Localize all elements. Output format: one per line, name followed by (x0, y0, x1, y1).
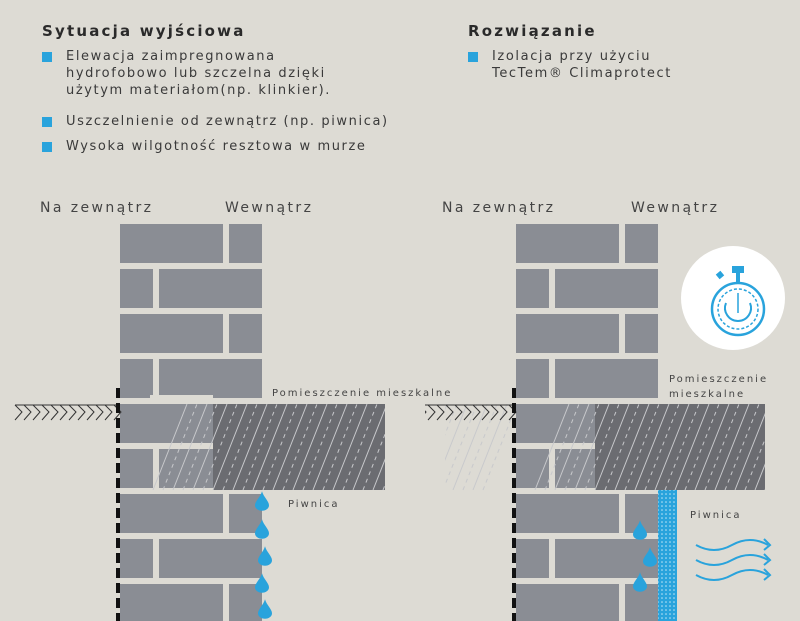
brick (229, 494, 262, 533)
brick (159, 359, 262, 398)
bullet-text: Izolacja przy użyciu TecTem® Climaprotec… (492, 49, 672, 81)
right-bullets: Izolacja przy użyciu TecTem® Climaprotec… (468, 48, 698, 90)
brick (120, 539, 153, 578)
brick (229, 314, 262, 353)
airflow-icon (695, 569, 769, 581)
brick (120, 494, 223, 533)
brick (555, 359, 658, 398)
brick (120, 449, 153, 488)
slab-hatch (353, 404, 387, 490)
left-inside-label: Wewnątrz (225, 200, 314, 216)
bullet-text: Wysoka wilgotność resztowa w murze (66, 139, 367, 154)
left-bullets: Elewacja zaimpregnowana hydrofobowo lub … (42, 48, 432, 163)
slab-hatch (213, 404, 247, 490)
bullet: Izolacja przy użyciu TecTem® Climaprotec… (468, 48, 698, 82)
slab-hatch (695, 404, 729, 490)
brick (555, 269, 658, 308)
climaprotect-insulation (658, 490, 677, 621)
airflow-arrow-icon (763, 553, 772, 566)
slab-hatch (462, 403, 498, 491)
bullet-text: Elewacja zaimpregnowana hydrofobowo lub … (66, 49, 332, 98)
bullet: Elewacja zaimpregnowana hydrofobowo lub … (42, 48, 366, 99)
mask (150, 395, 213, 404)
right-room-label: Pomieszczenie mieszkalne (669, 372, 768, 402)
airflow-icon (695, 554, 769, 566)
bullet-square-icon (42, 52, 52, 62)
slab-hatch (675, 404, 709, 490)
right-title: Rozwiązanie (468, 22, 597, 40)
brick (516, 494, 619, 533)
slab-hatch (193, 404, 227, 490)
stopwatch-crown (732, 266, 744, 273)
brick (625, 224, 658, 263)
slab-hatch (333, 404, 367, 490)
brick (516, 539, 549, 578)
stopwatch-arc (724, 302, 752, 322)
slab-hatch (595, 404, 629, 490)
brick (516, 584, 619, 621)
brick (516, 269, 549, 308)
bullet: Wysoka wilgotność resztowa w murze (42, 138, 432, 155)
airflow-arrow-icon (763, 538, 772, 551)
brick (625, 314, 658, 353)
airflow-icon (695, 539, 769, 551)
floor-slab (213, 404, 385, 490)
bullet-square-icon (468, 52, 478, 62)
slab-hatch (535, 404, 569, 490)
bullet-text: Uszczelnienie od zewnątrz (np. piwnica) (66, 114, 389, 129)
bullet-square-icon (42, 142, 52, 152)
slab-hatch (273, 404, 307, 490)
right-basement-label: Piwnica (690, 510, 742, 521)
brick (159, 539, 262, 578)
slab-hatch (555, 404, 589, 490)
room-line-1: Pomieszczenie (669, 374, 769, 385)
left-basement-label: Piwnica (288, 499, 340, 510)
brick (120, 359, 153, 398)
left-room-label: Pomieszczenie mieszkalne (272, 388, 453, 399)
slab-hatch (655, 404, 689, 490)
brick (120, 269, 153, 308)
slab-hatch (715, 404, 749, 490)
slab-hatch (453, 404, 487, 490)
slab-hatch (635, 404, 669, 490)
brick (120, 584, 223, 621)
slab-hatch (293, 404, 327, 490)
brick (159, 269, 262, 308)
brick (516, 314, 619, 353)
stopwatch-stem (736, 273, 740, 283)
left-title: Sytuacja wyjściowa (42, 22, 246, 40)
slab-hatch (615, 404, 649, 490)
slab-hatch (153, 404, 187, 490)
right-inside-label: Wewnątrz (631, 200, 720, 216)
bullet: Uszczelnienie od zewnątrz (np. piwnica) (42, 113, 432, 130)
airflow-arrow-icon (763, 568, 772, 581)
brick (516, 449, 549, 488)
mask (385, 395, 425, 495)
slab-hatch (575, 404, 609, 490)
brick (516, 224, 619, 263)
mask (765, 395, 800, 495)
room-line-2: mieszkalne (669, 389, 746, 400)
slab-hatch (253, 404, 287, 490)
left-outside-label: Na zewnątrz (40, 200, 154, 216)
bullet-square-icon (42, 117, 52, 127)
slab-hatch (233, 404, 267, 490)
brick (120, 224, 223, 263)
slab-hatch (735, 404, 769, 490)
brick (120, 404, 223, 443)
brick (229, 224, 262, 263)
brick (555, 539, 658, 578)
stopwatch-button (715, 270, 725, 280)
stopwatch-dial (717, 288, 759, 330)
slab-hatch (473, 404, 507, 490)
slab-hatch (313, 404, 347, 490)
slab-hatch (173, 404, 207, 490)
ground-hatch-icon (14, 404, 122, 421)
brick (516, 359, 549, 398)
right-outside-label: Na zewnątrz (442, 200, 556, 216)
brick (120, 314, 223, 353)
